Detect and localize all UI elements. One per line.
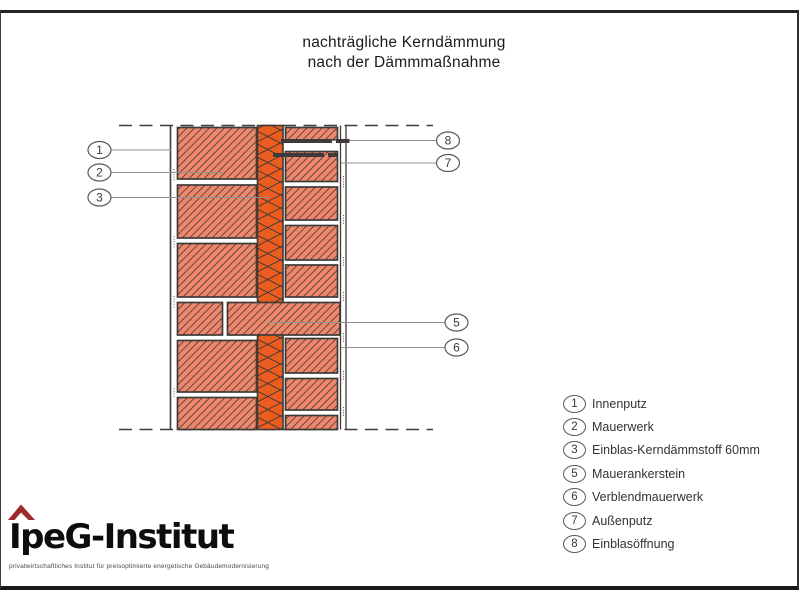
- legend-item-number: 3: [563, 441, 586, 460]
- legend-item-number: 6: [563, 488, 586, 507]
- insulation-layer: [256, 124, 284, 431]
- callouts: 1 2 3 8 7 5 6: [87, 131, 469, 357]
- callout-3: 3: [87, 188, 112, 207]
- outer-plaster-line: [339, 125, 347, 430]
- callout-3-number: 3: [96, 191, 103, 205]
- legend-item-einblasoeffnung: 8 Einblasöffnung: [563, 532, 760, 555]
- callout-6-number: 6: [453, 341, 460, 355]
- legend-item-number: 2: [563, 418, 586, 437]
- legend-item-verblendmauerwerk: 6 Verblendmauerwerk: [563, 486, 760, 509]
- brick: [176, 184, 258, 239]
- title-line-2: nach der Dämmmaßnahme: [307, 54, 501, 71]
- inner-masonry: [176, 126, 258, 431]
- callout-1-number: 1: [96, 143, 103, 157]
- legend-item-number: 5: [563, 464, 586, 483]
- brick: [284, 414, 339, 431]
- brick: [176, 339, 258, 393]
- callout-8-number: 8: [445, 134, 452, 148]
- callout-8: 8: [435, 131, 461, 150]
- brick: [284, 264, 339, 298]
- legend-item-label: Innenputz: [592, 396, 647, 411]
- roof-icon: [8, 504, 35, 520]
- legend-item-mauerankerstein: 5 Mauerankerstein: [563, 462, 760, 485]
- brick: [176, 301, 224, 336]
- brick: [284, 186, 339, 221]
- callout-7: 7: [435, 153, 461, 173]
- logo-tagline: privatwirtschaftliches Institut für prei…: [9, 563, 270, 570]
- legend-item-kerndaemmstoff: 3 Einblas-Kerndämmstoff 60mm: [563, 439, 760, 462]
- logo-wordmark: IpeG-Institut: [9, 517, 235, 557]
- legend-item-mauerwerk: 2 Mauerwerk: [563, 415, 760, 438]
- title-line-1: nachträgliche Kerndämmung: [302, 34, 506, 51]
- legend-item-label: Mauerankerstein: [592, 466, 686, 481]
- page-title: nachträgliche Kerndämmung nach der Dämmm…: [4, 33, 800, 73]
- legend-item-number: 8: [563, 535, 586, 554]
- callout-6: 6: [444, 338, 469, 357]
- brick: [176, 242, 258, 298]
- callout-1: 1: [87, 140, 112, 160]
- legend-item-innenputz: 1 Innenputz: [563, 392, 760, 415]
- legend-item-number: 1: [563, 394, 586, 413]
- legend-item-label: Außenputz: [592, 513, 653, 528]
- legend: 1 Innenputz 2 Mauerwerk 3 Einblas-Kerndä…: [563, 392, 760, 556]
- blow-opening-mark: [273, 139, 350, 157]
- legend-item-label: Verblendmauerwerk: [592, 490, 704, 505]
- callout-5: 5: [444, 313, 469, 332]
- outer-masonry: [284, 126, 339, 431]
- brick: [176, 396, 258, 431]
- legend-item-number: 7: [563, 511, 586, 530]
- callout-2: 2: [87, 163, 112, 182]
- legend-item-aussenputz: 7 Außenputz: [563, 509, 760, 532]
- dimension-ticks: [173, 169, 344, 417]
- anchor-brick: [226, 301, 341, 336]
- legend-item-label: Einblasöffnung: [592, 537, 675, 552]
- legend-item-label: Mauerwerk: [592, 420, 654, 435]
- brick: [284, 224, 339, 261]
- brick: [176, 126, 258, 180]
- brick: [284, 337, 339, 374]
- legend-item-label: Einblas-Kerndämmstoff 60mm: [592, 443, 760, 458]
- callout-2-number: 2: [96, 166, 103, 180]
- callout-5-number: 5: [453, 316, 460, 330]
- callout-7-number: 7: [445, 156, 452, 170]
- brick: [284, 126, 339, 141]
- brick: [284, 377, 339, 411]
